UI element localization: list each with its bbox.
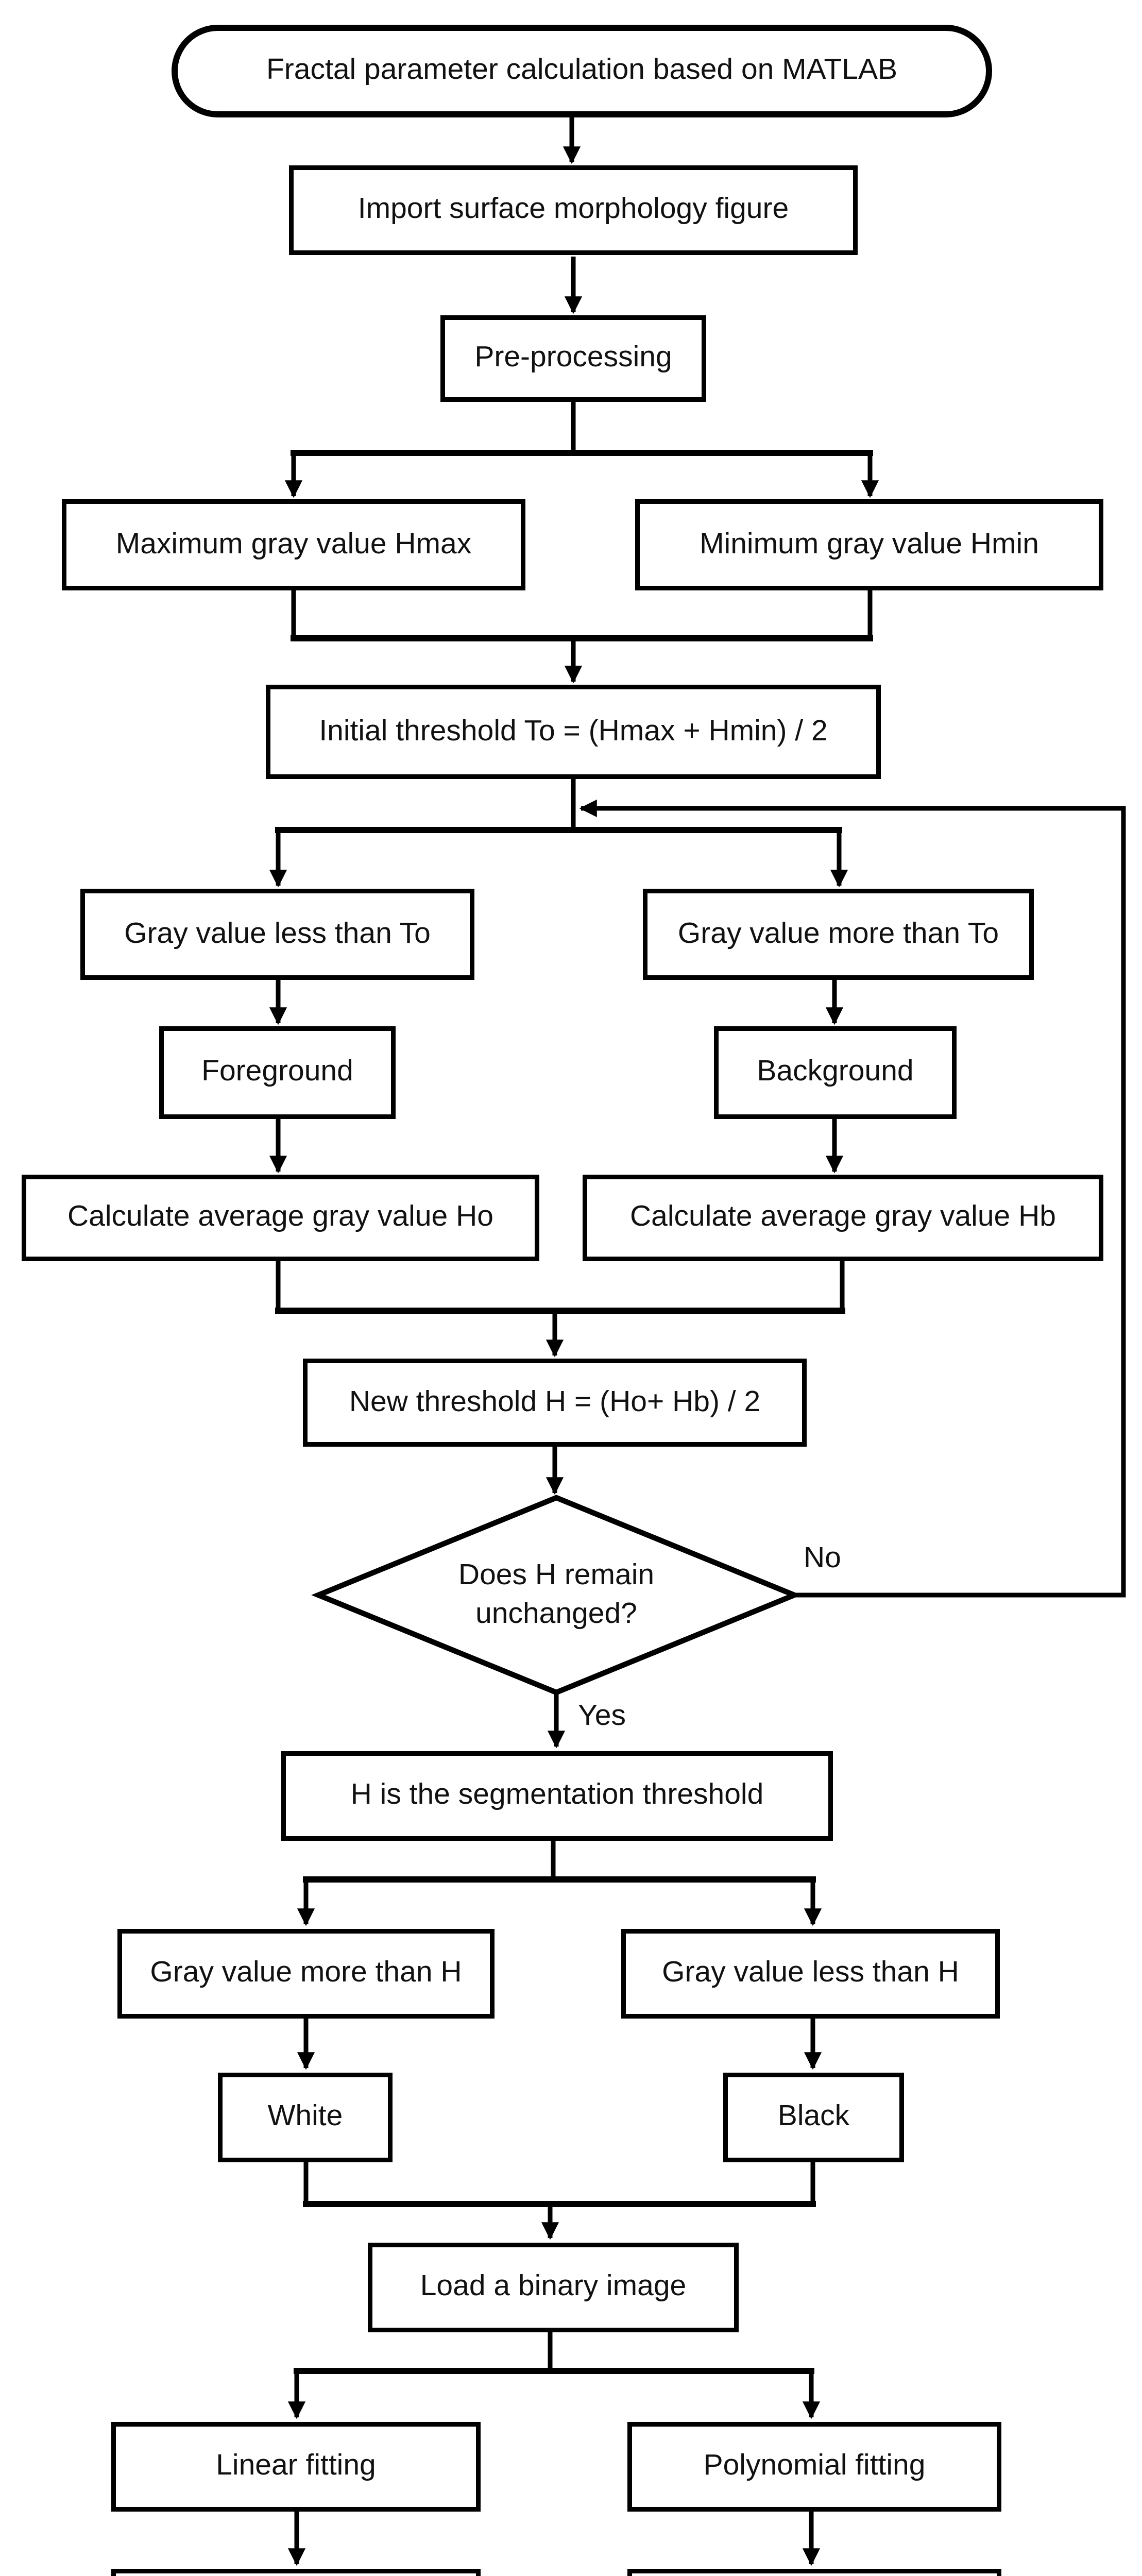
node-calc-average-ho: Calculate average gray value Ho	[22, 1175, 539, 1261]
node-gray-more-than-to: Gray value more than To	[643, 889, 1034, 980]
node-hmin: Minimum gray value Hmin	[635, 499, 1103, 590]
node-initial-threshold: Initial threshold To = (Hmax + Hmin) / 2	[266, 685, 881, 779]
node-gray-less-than-to: Gray value less than To	[80, 889, 474, 980]
decision-diamond-shape	[311, 1495, 802, 1696]
node-white: White	[218, 2073, 393, 2162]
edge-label-no: No	[804, 1543, 841, 1575]
node-hmax: Maximum gray value Hmax	[62, 499, 525, 590]
decision-line1: Does H remain	[458, 1560, 655, 1592]
node-segmentation-threshold: H is the segmentation threshold	[281, 1751, 833, 1841]
node-polynomial-fitting: Polynomial fitting	[627, 2422, 1001, 2512]
node-calc-average-hb: Calculate average gray value Hb	[583, 1175, 1103, 1261]
node-load-binary-image: Load a binary image	[368, 2243, 739, 2332]
node-fractal-dimension: Fractal dimension D	[111, 2569, 481, 2576]
node-new-threshold: New threshold H = (Ho+ Hb) / 2	[303, 1359, 807, 1447]
decision-line2: unchanged?	[475, 1598, 637, 1631]
node-black: Black	[723, 2073, 904, 2162]
node-background: Background	[714, 1026, 957, 1119]
node-import-figure: Import surface morphology figure	[289, 165, 858, 255]
node-start: Fractal parameter calculation based on M…	[172, 25, 992, 117]
node-foreground: Foreground	[159, 1026, 396, 1119]
edge-label-yes: Yes	[578, 1700, 626, 1733]
node-linear-fitting: Linear fitting	[111, 2422, 481, 2512]
node-preprocessing: Pre-processing	[440, 315, 706, 402]
feedback-loop-no	[579, 799, 1126, 1598]
node-multifractal-spectrum: Multifractal spectrum	[627, 2569, 1001, 2576]
node-gray-less-than-h: Gray value less than H	[621, 1929, 1000, 2019]
node-decision-text: Does H remain unchanged?	[371, 1553, 742, 1637]
node-gray-more-than-h: Gray value more than H	[117, 1929, 495, 2019]
